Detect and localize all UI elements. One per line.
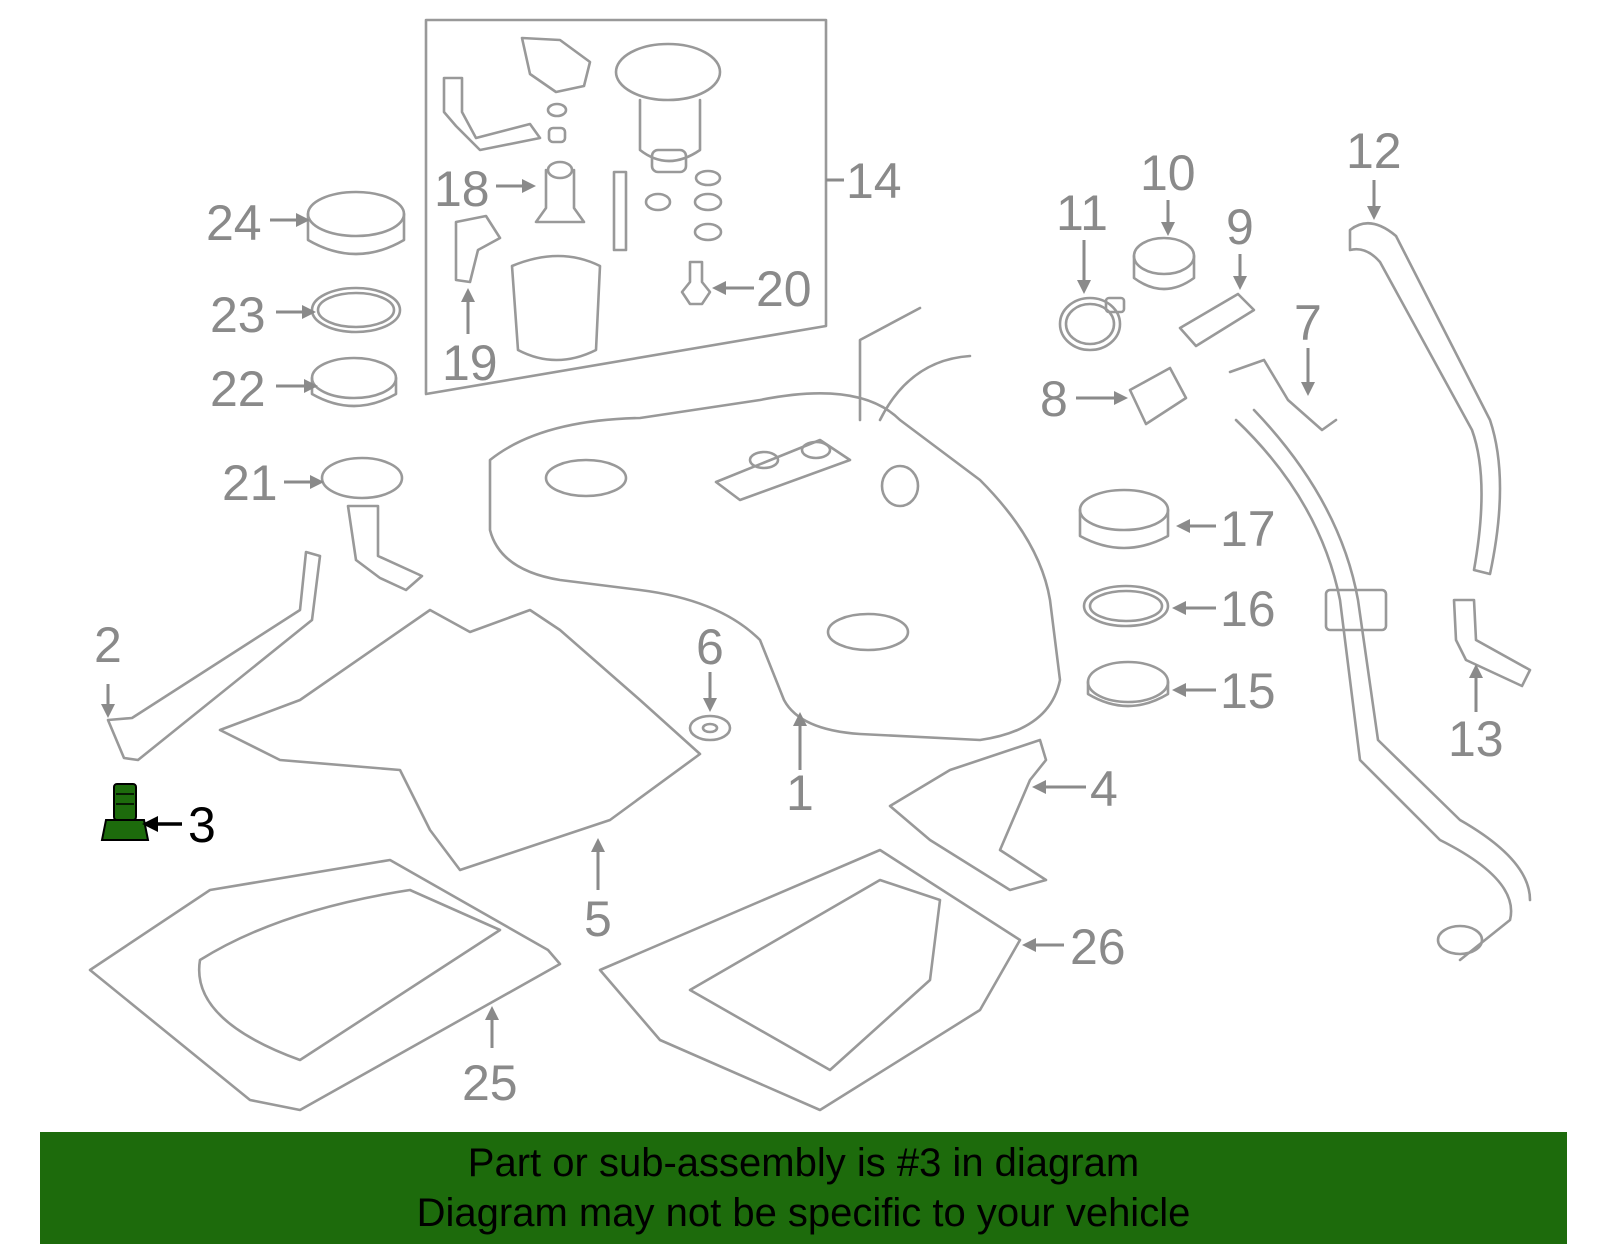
callout-17: 17 bbox=[1220, 501, 1276, 557]
callout-numbers: 1 2 3 4 5 6 7 8 9 10 11 12 13 14 15 16 1… bbox=[94, 123, 1504, 1111]
callout-3: 3 bbox=[188, 797, 216, 853]
gasket-9 bbox=[1178, 292, 1256, 348]
sender-21 bbox=[320, 456, 424, 592]
lock-ring-17 bbox=[1078, 488, 1170, 550]
fuel-tank bbox=[488, 306, 1062, 742]
callout-13: 13 bbox=[1448, 711, 1504, 767]
filler-neck-7 bbox=[1228, 358, 1532, 962]
strap-2 bbox=[106, 550, 322, 762]
grommet-6 bbox=[688, 714, 732, 742]
callout-4: 4 bbox=[1090, 761, 1118, 817]
callout-25: 25 bbox=[462, 1055, 518, 1111]
callout-19: 19 bbox=[442, 335, 498, 391]
callout-11: 11 bbox=[1056, 185, 1108, 241]
hose-13 bbox=[1452, 598, 1532, 688]
undercover-26 bbox=[598, 848, 1022, 1112]
callout-arrows bbox=[101, 178, 1483, 1048]
heat-shield-5 bbox=[218, 608, 702, 872]
bolt-3 bbox=[100, 783, 150, 841]
callout-9: 9 bbox=[1226, 199, 1254, 255]
callout-20: 20 bbox=[756, 261, 812, 317]
callout-26: 26 bbox=[1070, 919, 1126, 975]
callout-1: 1 bbox=[786, 765, 814, 821]
lock-ring-24 bbox=[306, 190, 406, 256]
callout-22: 22 bbox=[210, 361, 266, 417]
callout-21: 21 bbox=[222, 455, 278, 511]
pump-assembly-box bbox=[424, 18, 828, 396]
clamp-11 bbox=[1058, 296, 1126, 352]
callout-7: 7 bbox=[1294, 295, 1322, 351]
banner-line-1: Part or sub-assembly is #3 in diagram bbox=[467, 1141, 1140, 1185]
callout-16: 16 bbox=[1220, 581, 1276, 637]
callout-5: 5 bbox=[584, 891, 612, 947]
cap-10 bbox=[1132, 236, 1196, 291]
callout-6: 6 bbox=[696, 619, 724, 675]
callout-8: 8 bbox=[1040, 371, 1068, 427]
hose-12 bbox=[1348, 222, 1502, 576]
o-ring-23 bbox=[310, 286, 402, 334]
callout-2: 2 bbox=[94, 617, 122, 673]
seal-22 bbox=[310, 356, 398, 408]
undercover-25 bbox=[88, 858, 562, 1112]
door-8 bbox=[1128, 366, 1188, 426]
callout-24: 24 bbox=[206, 195, 262, 251]
banner-line-2: Diagram may not be specific to your vehi… bbox=[416, 1191, 1191, 1235]
bracket-4 bbox=[888, 738, 1048, 892]
o-ring-16 bbox=[1082, 584, 1170, 628]
callout-14: 14 bbox=[846, 153, 902, 209]
callout-18: 18 bbox=[434, 161, 490, 217]
callout-10: 10 bbox=[1140, 145, 1196, 201]
seal-15 bbox=[1086, 660, 1170, 708]
callout-15: 15 bbox=[1220, 663, 1276, 719]
info-banner: Part or sub-assembly is #3 in diagram Di… bbox=[40, 1132, 1567, 1244]
callout-23: 23 bbox=[210, 287, 266, 343]
callout-12: 12 bbox=[1346, 123, 1402, 179]
